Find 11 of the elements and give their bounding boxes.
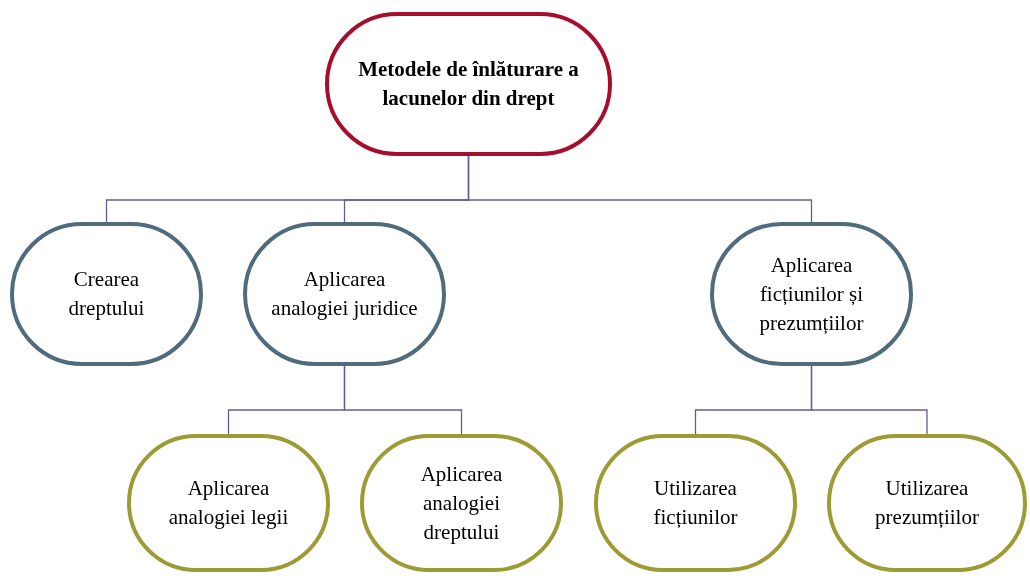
connector-line	[810, 365, 928, 435]
node-label: Aplicarea analogiei dreptului	[419, 460, 504, 546]
node-label: Utilizarea ficțiunilor	[652, 475, 739, 531]
node-label: Crearea dreptului	[67, 266, 146, 322]
node-label: Aplicarea analogiei legii	[167, 475, 290, 531]
connector-line	[467, 155, 813, 223]
node-label: Utilizarea prezumțiilor	[874, 475, 980, 531]
node-label: Metodele de înlăturare a lacunelor din drept	[357, 56, 580, 112]
node-label: Aplicarea analogiei juridice	[270, 266, 419, 322]
node-label: Aplicarea ficțiunilor și prezumțiilor	[758, 251, 865, 337]
connector-line	[343, 365, 463, 435]
